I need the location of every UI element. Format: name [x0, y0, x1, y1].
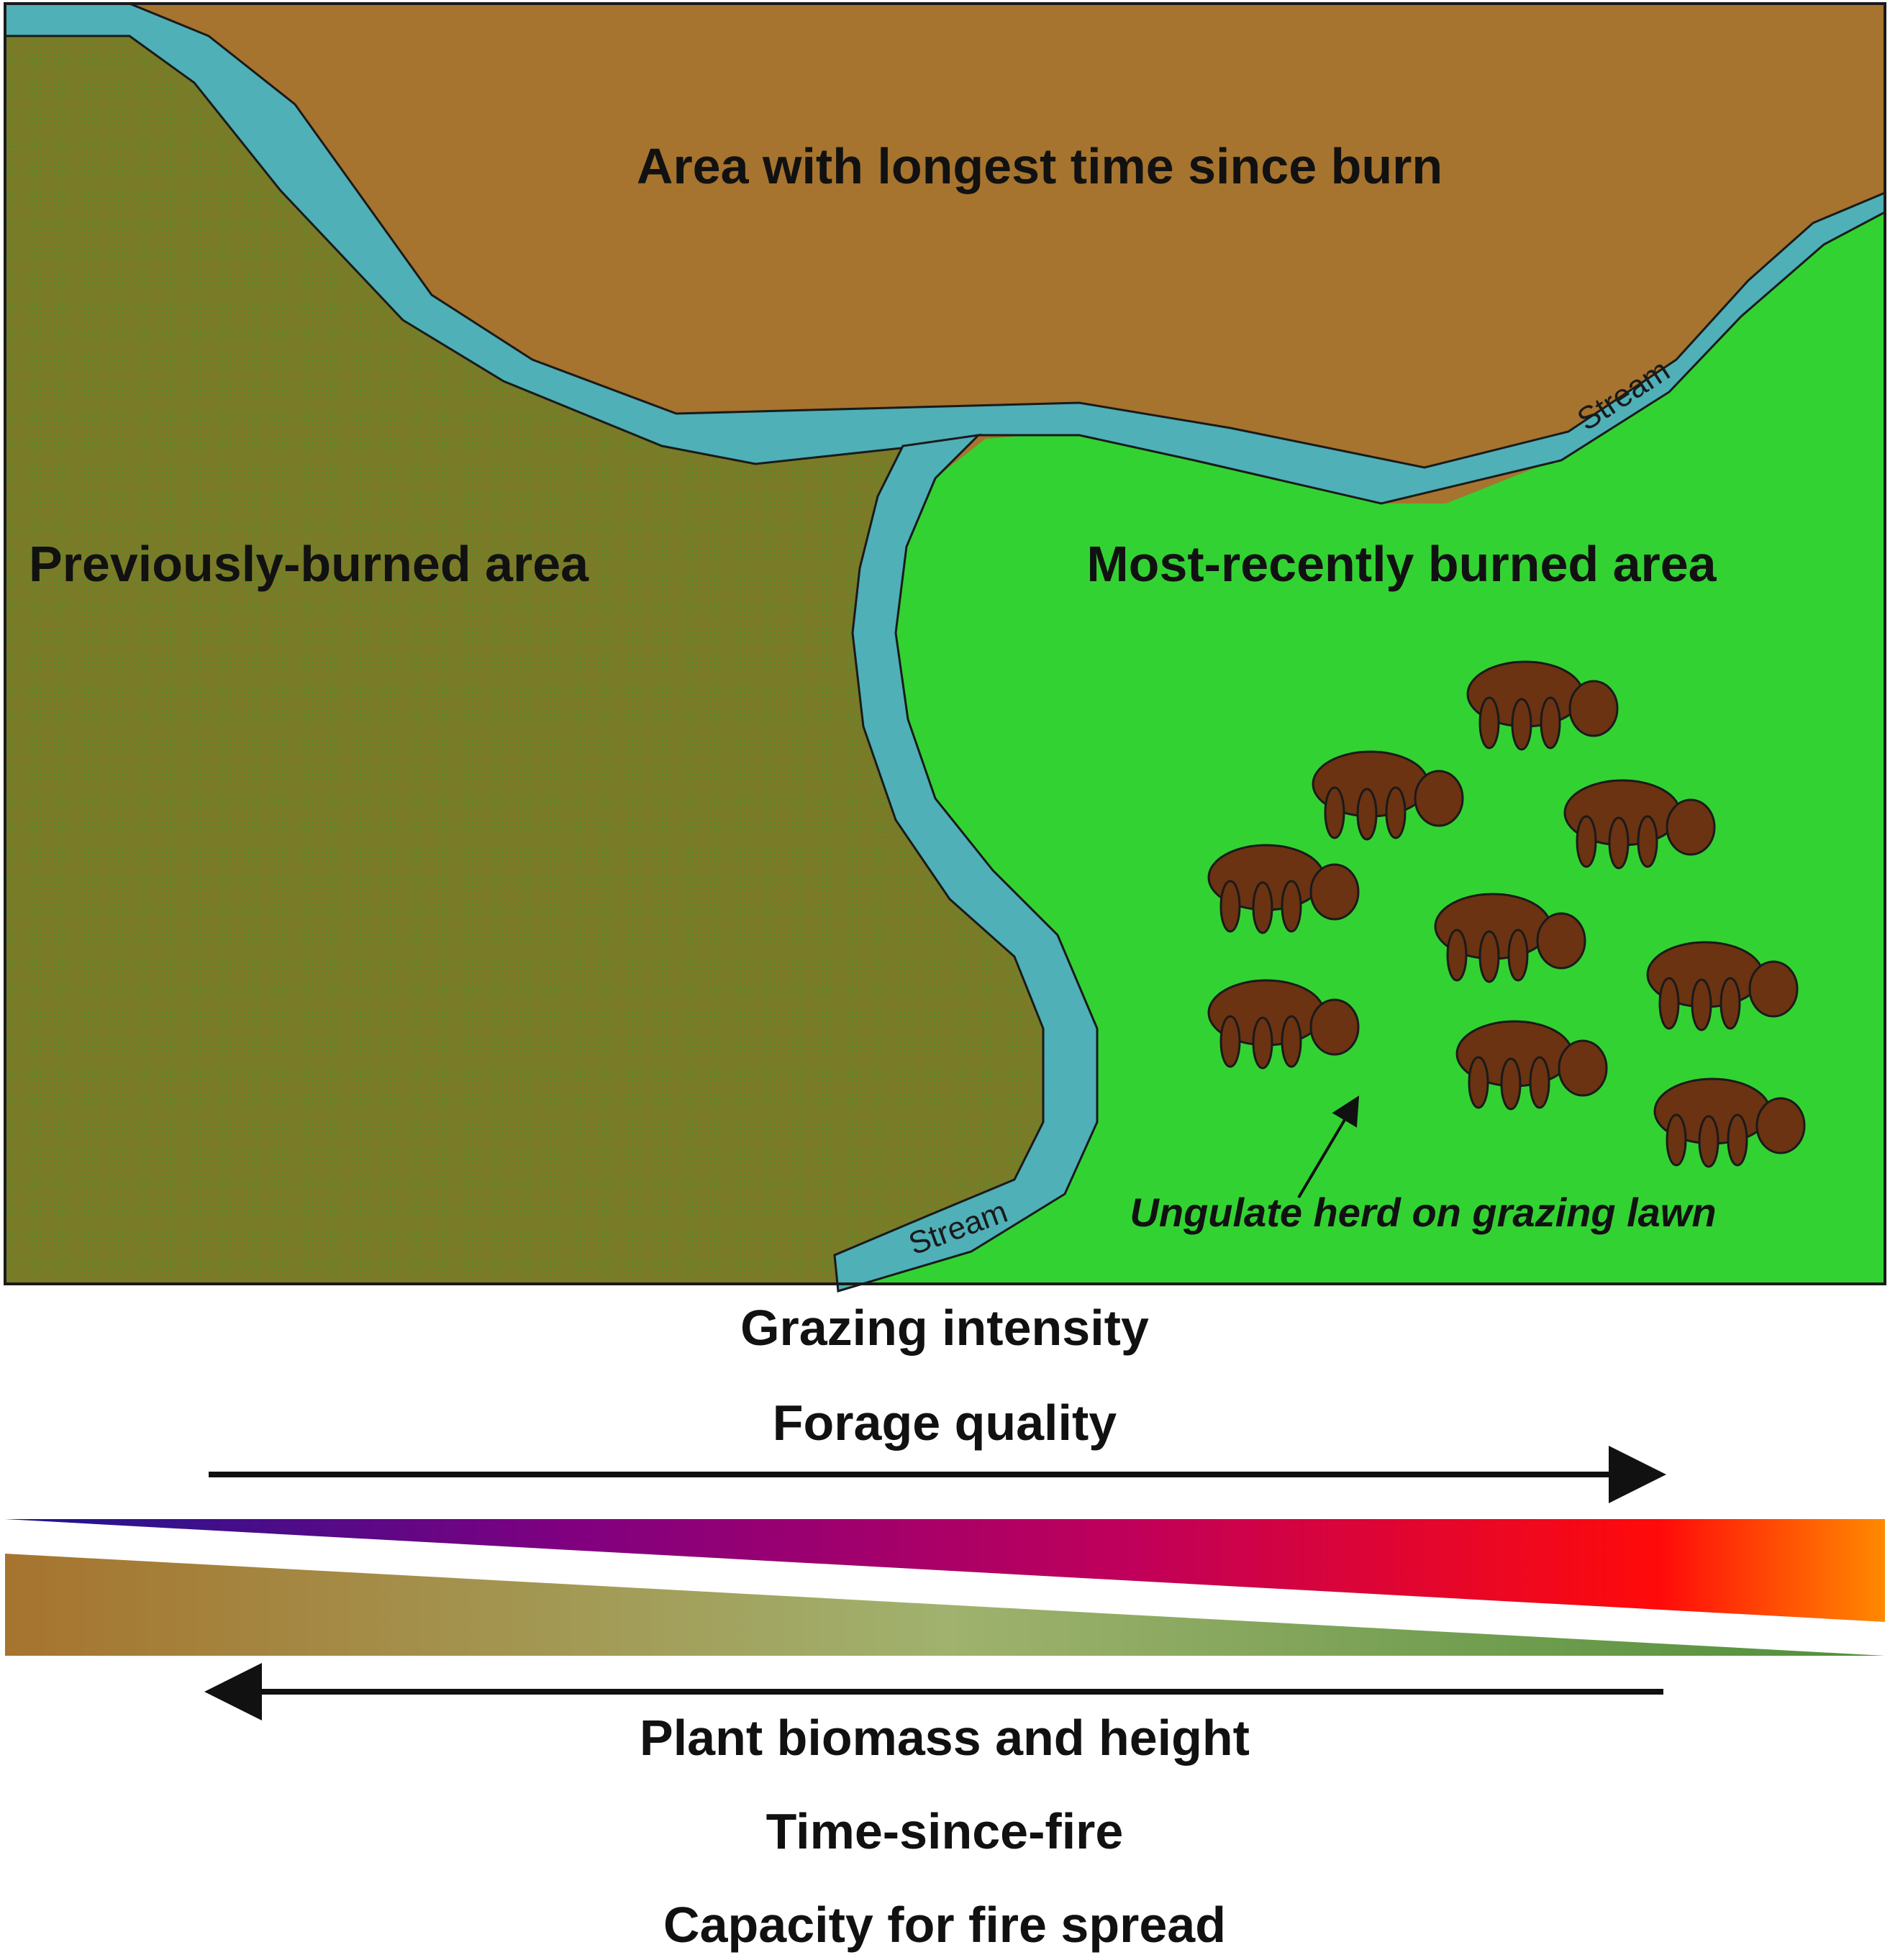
ungulate-icon	[1466, 660, 1619, 751]
right-region-label: Most-recently burned area	[1086, 536, 1717, 592]
label-forage-quality: Forage quality	[773, 1395, 1117, 1451]
gradient-key: Grazing intensity Forage quality Plant b…	[5, 1300, 1885, 1953]
ungulate-herd	[1207, 660, 1806, 1168]
previously-burned-region	[5, 36, 1058, 1284]
stream-lower	[833, 433, 1099, 1293]
ungulate-icon	[1312, 750, 1464, 841]
label-time-since-fire: Time-since-fire	[766, 1803, 1124, 1859]
map-frame	[4, 2, 1886, 1285]
label-plant-biomass: Plant biomass and height	[640, 1710, 1250, 1766]
label-fire-spread: Capacity for fire spread	[663, 1897, 1226, 1953]
left-region-label: Previously-burned area	[29, 536, 589, 592]
herd-pointer-arrow	[1297, 1095, 1360, 1199]
recently-burned-region	[838, 209, 1885, 1284]
biomass-gradient-wedge	[5, 1554, 1885, 1656]
ungulate-icon	[1207, 844, 1360, 934]
top-region-label: Area with longest time since burn	[637, 138, 1443, 194]
label-grazing-intensity: Grazing intensity	[740, 1300, 1149, 1356]
ungulate-icon	[1434, 893, 1586, 983]
ungulate-icon	[1207, 979, 1360, 1070]
ungulate-icon	[1646, 941, 1799, 1031]
stream-upper	[4, 2, 1886, 505]
ungulate-icon	[1563, 779, 1716, 870]
grazing-gradient-wedge	[5, 1519, 1885, 1622]
herd-caption: Ungulate herd on grazing lawn	[1130, 1190, 1716, 1235]
ungulate-icon	[1653, 1077, 1806, 1168]
ungulate-icon	[1455, 1020, 1608, 1111]
landscape-map: Area with longest time since burn Previo…	[4, 2, 1886, 1293]
